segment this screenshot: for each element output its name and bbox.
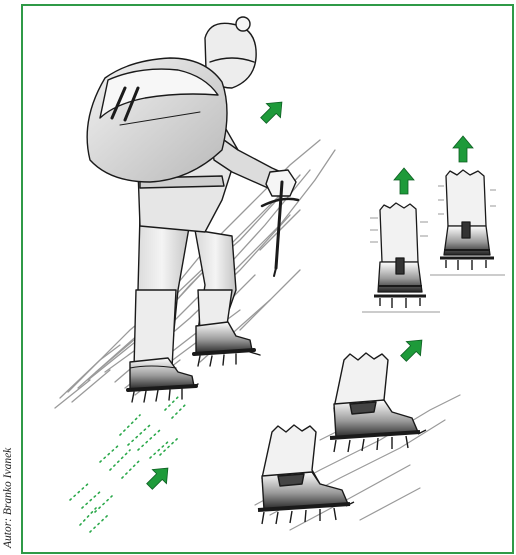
boot-front-view-left [362, 203, 440, 312]
boot-side-view-upper [330, 353, 426, 452]
ice-axe-icon [262, 182, 298, 276]
author-credit: Autor: Branko Ivanek [2, 448, 14, 548]
crampon-boot-icon [128, 358, 198, 402]
footprint-dots-icon [70, 395, 186, 532]
boot-side-view-lower [258, 425, 354, 524]
